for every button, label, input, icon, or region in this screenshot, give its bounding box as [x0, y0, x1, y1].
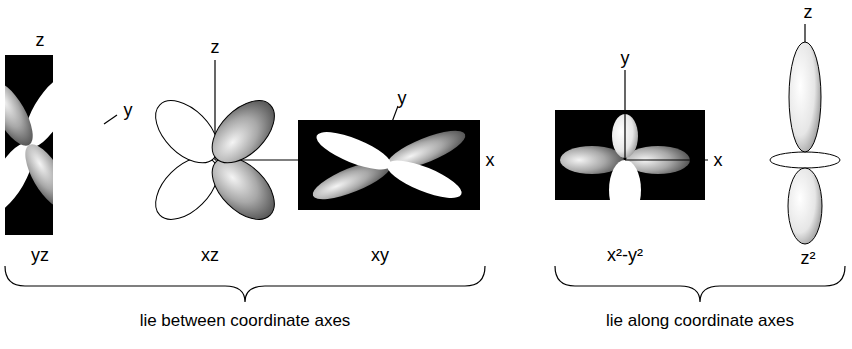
- orbital-name: x²-y²: [607, 246, 643, 264]
- xz-orbital: [144, 60, 300, 231]
- axis-label: z: [36, 31, 45, 49]
- axis-label: z: [804, 3, 813, 21]
- brace: [555, 266, 845, 302]
- axis-label: x: [486, 151, 495, 169]
- axis-label: y: [124, 101, 133, 119]
- orbital-name: yz: [31, 246, 49, 264]
- axis-label: x: [714, 151, 723, 169]
- orbital-name: z²: [801, 249, 816, 267]
- axis-label: z: [211, 38, 220, 56]
- z2-orbital: [770, 24, 840, 244]
- yz-orbital: [0, 55, 117, 235]
- axis-label: y: [621, 49, 630, 67]
- brace: [5, 266, 485, 302]
- x2-y2-orbital: [555, 70, 708, 220]
- group-caption: lie along coordinate axes: [606, 312, 794, 329]
- orbital-name: xy: [371, 246, 389, 264]
- xy-orbital: [298, 106, 480, 210]
- axis-label: y: [398, 89, 407, 107]
- group-caption: lie between coordinate axes: [140, 312, 351, 329]
- orbital-name: xz: [201, 246, 219, 264]
